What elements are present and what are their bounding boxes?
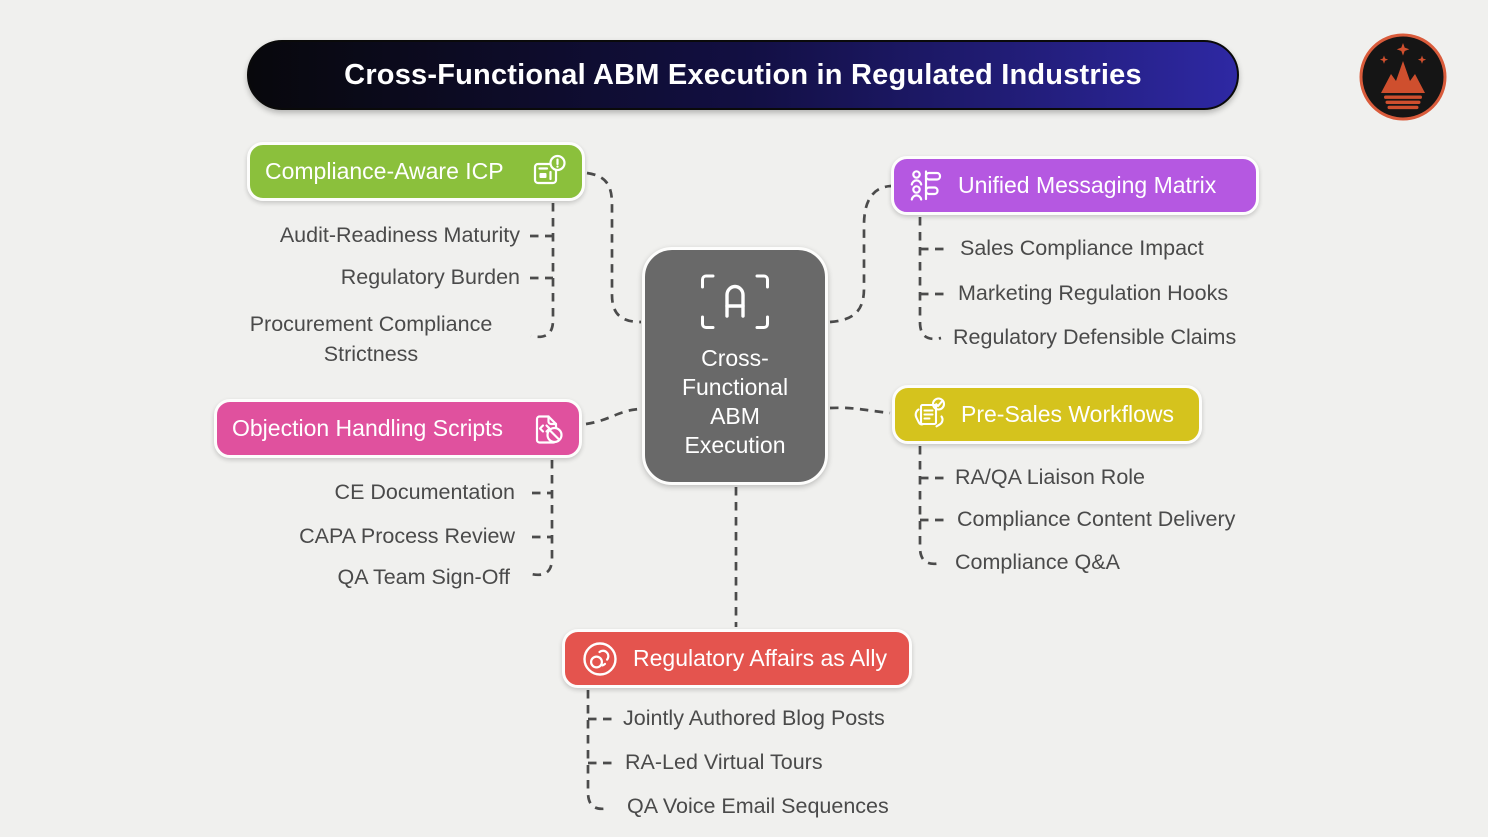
child-label: Audit-Readiness Maturity (279, 223, 520, 247)
branch-label: Objection Handling Scripts (232, 415, 504, 441)
child-label: RA/QA Liaison Role (955, 465, 1146, 489)
child-label: RA-Led Virtual Tours (625, 750, 823, 774)
child-label: QA Voice Email Sequences (627, 794, 889, 818)
branch-label: Compliance-Aware ICP (265, 158, 504, 184)
connector-center-to-purple (829, 184, 892, 324)
connector-green-children (530, 203, 555, 339)
branch-node-unified-messaging-matrix: Unified Messaging Matrix (891, 156, 1259, 215)
connector-purple-children (918, 217, 945, 341)
child-label: Procurement Compliance Strictness (249, 312, 493, 366)
connector-center-to-green (586, 171, 642, 324)
center-node-label: Cross-Functional ABM Execution (681, 345, 789, 458)
scan-a-icon (701, 274, 769, 329)
child-label: Regulatory Burden (340, 265, 520, 289)
branch-node-compliance-aware-icp: Compliance-Aware ICP (247, 142, 585, 201)
branch-node-objection-handling-scripts: Objection Handling Scripts (214, 399, 582, 458)
child-label: Compliance Q&A (955, 550, 1120, 574)
connector-center-to-pink (585, 407, 642, 426)
connector-center-to-yellow (829, 406, 891, 415)
people-list-icon (910, 169, 942, 201)
child-label: Regulatory Defensible Claims (953, 325, 1237, 349)
branch-node-pre-sales-workflows: Pre-Sales Workflows (892, 385, 1202, 444)
child-label: CAPA Process Review (299, 524, 515, 548)
document-code-blocked-icon (535, 414, 563, 444)
child-label: Marketing Regulation Hooks (958, 281, 1229, 305)
id-card-alert-icon (533, 154, 566, 184)
document-check-hands-icon (914, 396, 946, 427)
child-label: QA Team Sign-Off (337, 565, 510, 589)
child-label: CE Documentation (334, 480, 515, 504)
child-label: Jointly Authored Blog Posts (623, 706, 885, 730)
crown-mountains-logo (1359, 33, 1447, 121)
diagram-title-banner: Cross-Functional ABM Execution in Regula… (247, 40, 1239, 110)
branch-label: Pre-Sales Workflows (961, 401, 1175, 427)
linked-rings-icon (583, 641, 617, 676)
child-label: Sales Compliance Impact (960, 236, 1204, 260)
branch-label: Regulatory Affairs as Ally (633, 645, 887, 671)
connector-red-children (586, 690, 613, 811)
connector-yellow-children (918, 446, 945, 566)
branch-node-regulatory-affairs-as-ally: Regulatory Affairs as Ally (562, 629, 912, 688)
branch-label: Unified Messaging Matrix (958, 172, 1217, 198)
center-node: Cross-Functional ABM Execution (642, 247, 828, 485)
diagram-title: Cross-Functional ABM Execution in Regula… (344, 58, 1142, 91)
child-label: Compliance Content Delivery (957, 507, 1236, 531)
crown-art (1379, 43, 1427, 110)
connector-pink-children (530, 460, 554, 577)
